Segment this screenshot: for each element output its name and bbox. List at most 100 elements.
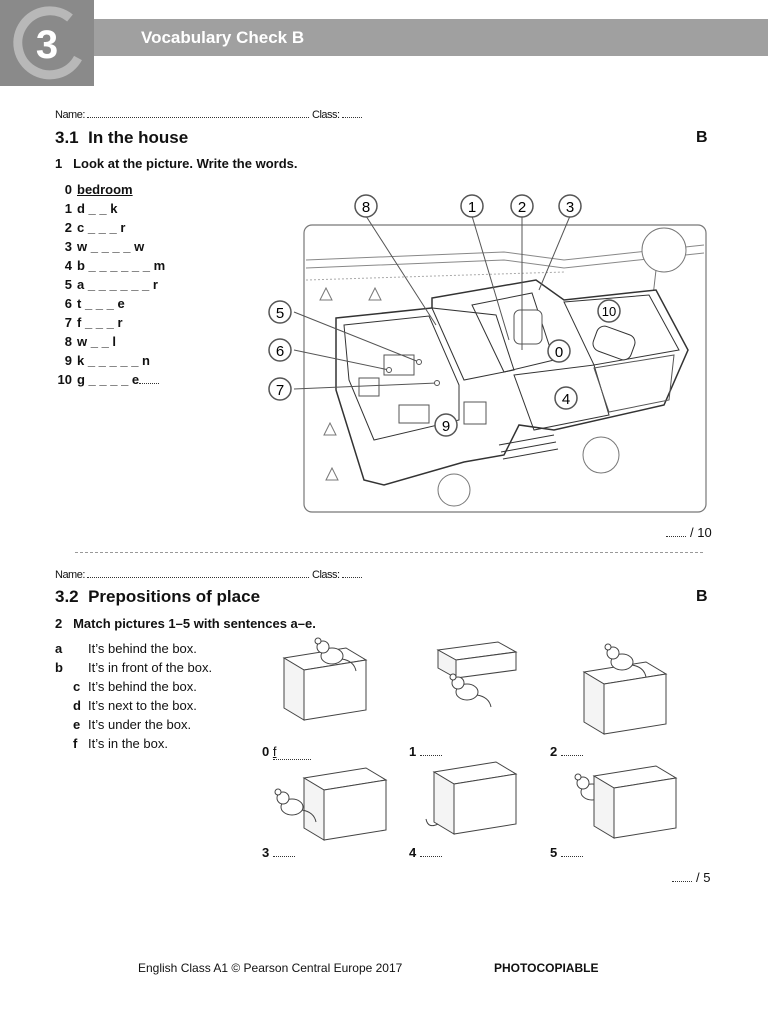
section-2-number: 3.2 — [55, 587, 79, 606]
answer-blank[interactable] — [561, 846, 584, 857]
list-item: 0 bedroom — [56, 180, 165, 199]
section-1-number: 3.1 — [55, 128, 79, 147]
word-number: 7 — [64, 315, 72, 330]
word-number: 8 — [64, 334, 72, 349]
callout-label: 4 — [562, 391, 570, 408]
picture-label: 0 — [262, 744, 270, 759]
callout-6: 6 — [268, 338, 292, 362]
score-total: / 5 — [696, 870, 711, 885]
picture-1 — [436, 641, 518, 708]
section-1-instruction: 1 Look at the picture. Write the words. — [55, 156, 297, 171]
callout-2: 2 — [510, 194, 534, 218]
example-word: bedroom — [77, 182, 133, 197]
name-class-line-2: Name: Class: — [55, 567, 363, 581]
callout-7: 7 — [268, 377, 292, 401]
worksheet-title: Vocabulary Check B — [141, 28, 305, 47]
callout-0: 0 — [547, 339, 571, 363]
answer-blank[interactable] — [420, 745, 443, 756]
sentence-text: It’s in the box. — [88, 736, 168, 751]
callout-8: 8 — [354, 194, 378, 218]
picture-label: 5 — [550, 845, 558, 860]
list-item[interactable]: 4 b _ _ _ _ _ _ m — [56, 256, 165, 275]
word-gap: f _ _ _ r — [77, 315, 123, 330]
picture-0 — [283, 637, 367, 721]
callout-4: 4 — [554, 386, 578, 410]
word-number: 0 — [64, 182, 72, 197]
answer-blank[interactable] — [139, 373, 160, 384]
word-gap: t _ _ _ e — [77, 296, 125, 311]
name-field[interactable] — [87, 567, 310, 578]
section-2-score: / 5 — [672, 870, 710, 885]
instruction-2-text: Match pictures 1–5 with sentences a–e. — [73, 616, 316, 631]
cut-line — [75, 552, 703, 553]
name-field[interactable] — [87, 107, 310, 118]
picture-5 — [574, 765, 677, 839]
sentence-key: c — [73, 679, 81, 694]
list-item[interactable]: 7 f _ _ _ r — [56, 313, 165, 332]
answer-4: 4 — [409, 845, 443, 860]
word-number: 3 — [64, 239, 72, 254]
sentence-text: It’s under the box. — [88, 717, 192, 732]
unit-badge-graphic: 3 — [13, 6, 82, 80]
answer-blank[interactable] — [273, 846, 296, 857]
word-number: 4 — [64, 258, 72, 273]
instruction-1-text: Look at the picture. Write the words. — [73, 156, 298, 171]
callout-3: 3 — [558, 194, 582, 218]
sentence-text: It’s next to the box. — [88, 698, 197, 713]
callout-label: 2 — [518, 199, 526, 216]
word-number: 2 — [64, 220, 72, 235]
house-illustration: 8 1 2 3 5 6 7 10 0 4 9 — [268, 194, 707, 513]
picture-label: 2 — [550, 744, 558, 759]
word-gap: b _ _ _ _ _ _ m — [77, 258, 166, 273]
score-total: / 10 — [690, 525, 712, 540]
sentence-key: f — [73, 736, 78, 751]
picture-2 — [583, 643, 667, 735]
callout-label: 0 — [555, 344, 563, 361]
class-field[interactable] — [342, 107, 363, 118]
class-label: Class: — [312, 569, 340, 581]
picture-label: 4 — [409, 845, 417, 860]
callout-label: 3 — [566, 199, 574, 216]
class-field[interactable] — [342, 567, 363, 578]
word-number: 10 — [57, 372, 72, 387]
class-label: Class: — [312, 109, 340, 121]
callout-label: 1 — [468, 199, 476, 216]
section-2-heading: 3.2 Prepositions of place — [55, 587, 260, 607]
list-item: c It’s behind the box. — [55, 677, 255, 696]
footer-photocopiable: PHOTOCOPIABLE — [494, 961, 599, 975]
word-gap: d _ _ k — [77, 201, 118, 216]
answer-0: 0 f — [262, 744, 311, 760]
score-blank[interactable] — [666, 526, 686, 537]
callout-label: 7 — [276, 382, 284, 399]
answer-2: 2 — [550, 744, 584, 759]
callout-label: 8 — [362, 199, 370, 216]
box-pictures — [274, 637, 677, 841]
answer-blank[interactable] — [420, 846, 443, 857]
name-label: Name: — [55, 569, 85, 581]
word-gap: k _ _ _ _ _ n — [77, 353, 150, 368]
section-2-instruction: 2 Match pictures 1–5 with sentences a–e. — [55, 616, 316, 631]
section-2-version: B — [696, 588, 708, 605]
callout-5: 5 — [268, 300, 292, 324]
callout-9: 9 — [434, 413, 458, 437]
sentence-text: It’s behind the box. — [88, 641, 197, 656]
name-class-line-1: Name: Class: — [55, 107, 363, 121]
score-blank[interactable] — [672, 871, 692, 882]
sentence-text: It’s behind the box. — [88, 679, 197, 694]
picture-4 — [425, 761, 517, 835]
unit-badge: 3 — [0, 0, 94, 86]
instruction-2-number: 2 — [55, 616, 63, 631]
answer-blank[interactable] — [561, 745, 584, 756]
